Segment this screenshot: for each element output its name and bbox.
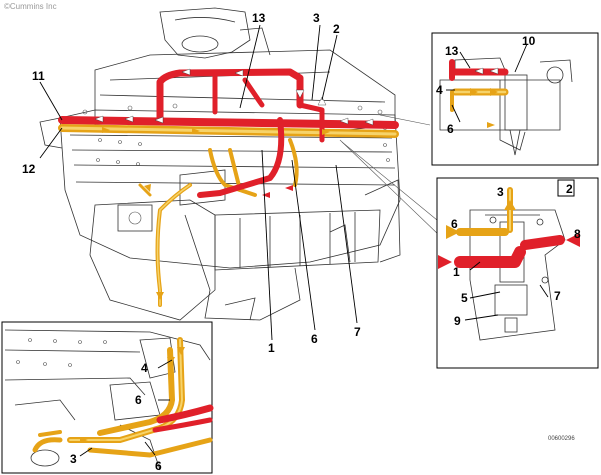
- callout-inset3-3: 3: [70, 452, 77, 466]
- callout-main-11: 11: [32, 69, 45, 83]
- callout-inset3-4: 4: [141, 361, 148, 375]
- callout-inset2-box: 2: [566, 182, 573, 196]
- callout-main-6: 6: [311, 332, 318, 346]
- main-leaders: [39, 24, 358, 341]
- figure-number: 00600296: [548, 436, 575, 442]
- callout-main-13: 13: [252, 11, 266, 25]
- callout-inset3-6a: 6: [135, 393, 142, 407]
- inset-valve-detail: [436, 177, 599, 369]
- callout-inset2-7: 7: [554, 289, 561, 303]
- inset-drain-routing-detail: [1, 321, 214, 474]
- callout-inset2-8: 8: [574, 227, 581, 241]
- drain-arrows-main: [102, 127, 330, 300]
- supply-arrows-main: [262, 185, 293, 198]
- inset-injector-detail: [431, 32, 599, 166]
- watermark: ©Cummins Inc: [4, 2, 57, 11]
- callout-inset2-3: 3: [497, 185, 504, 199]
- callout-inset2-5: 5: [461, 291, 468, 305]
- callout-inset2-9: 9: [454, 314, 461, 328]
- callout-inset2-6: 6: [451, 217, 458, 231]
- drain-fuel-lines-main: [58, 124, 399, 307]
- callout-inset1-13: 13: [445, 44, 459, 58]
- callout-inset1-10: 10: [522, 34, 536, 48]
- callout-inset1-6: 6: [447, 122, 454, 136]
- callout-inset3-6b: 6: [155, 459, 162, 473]
- callout-main-2: 2: [333, 22, 340, 36]
- callout-main-1: 1: [268, 341, 275, 355]
- callout-inset2-1: 1: [453, 265, 460, 279]
- callout-main-3: 3: [313, 11, 320, 25]
- leader-to-inset-1: [379, 114, 431, 126]
- leader-to-inset-2: [339, 139, 441, 237]
- flow-arrows-main: [94, 68, 374, 126]
- callout-main-7: 7: [354, 325, 361, 339]
- callout-inset1-4: 4: [436, 83, 443, 97]
- callout-main-12: 12: [22, 162, 36, 176]
- engine-illustration: [39, 7, 401, 321]
